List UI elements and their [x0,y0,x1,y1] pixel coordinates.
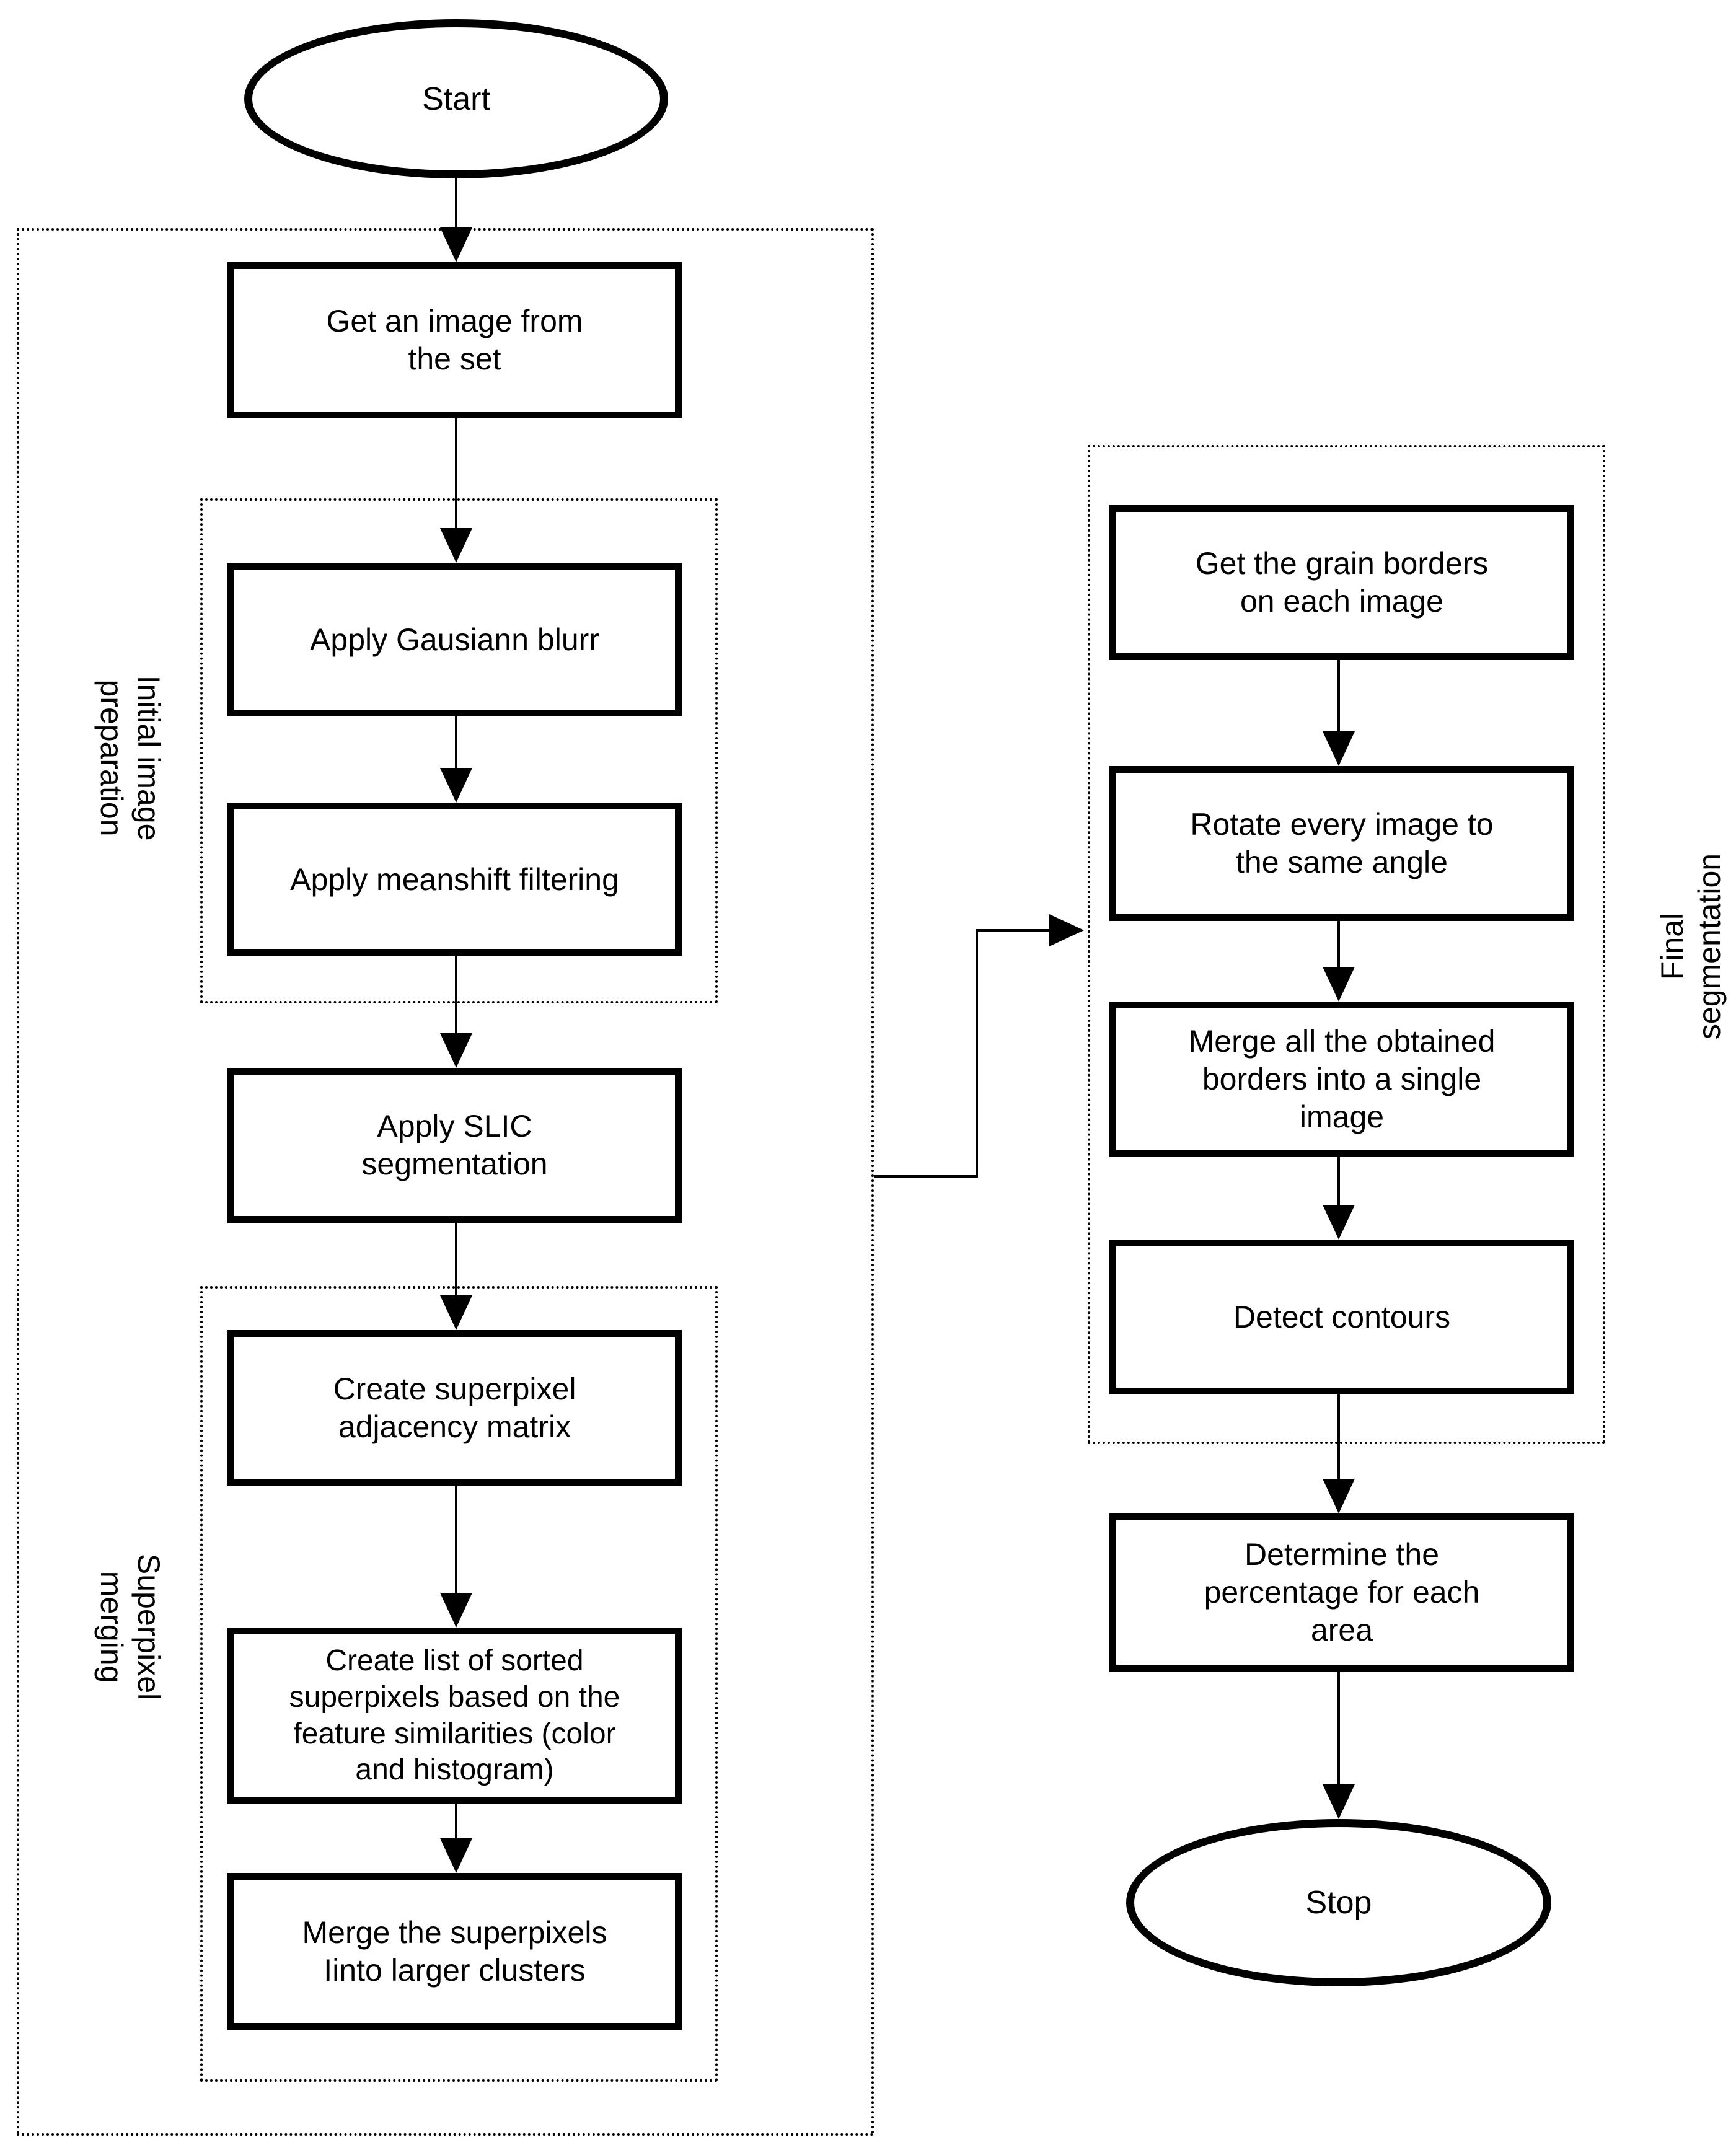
arrowhead-gaussian-to-meanshift [440,768,472,803]
group-initial-image-preparation [200,498,718,1003]
arrow-sorted-list-to-merge-superpixels [455,1804,457,1840]
arrowhead-percentage-to-stop [1323,1784,1355,1819]
arrowhead-grain-borders-to-rotate [1323,731,1355,766]
arrow-merge-borders-to-detect-contours [1337,1157,1340,1207]
process-gaussian-blur: Apply Gausiann blurr [227,563,682,716]
arrow-start-to-get-image [455,178,457,231]
connector-left-to-right-segment-3 [977,929,1049,932]
process-get-image: Get an image from the set [227,262,682,418]
arrowhead-detect-contours-to-percentage [1323,1479,1355,1513]
process-grain-borders: Get the grain borders on each image [1109,505,1574,660]
group-superpixel-merging [200,1286,718,2082]
arrow-detect-contours-to-percentage [1337,1394,1340,1481]
process-meanshift-filtering: Apply meanshift filtering [227,803,682,956]
arrow-gaussian-to-meanshift [455,716,457,770]
process-slic-segmentation: Apply SLIC segmentation [227,1068,682,1223]
arrow-slic-to-adjacency [455,1223,457,1297]
process-percentage-area: Determine the percentage for each area [1109,1513,1574,1672]
process-rotate-images: Rotate every image to the same angle [1109,766,1574,921]
arrowhead-meanshift-to-slic [440,1033,472,1068]
arrowhead-merge-borders-to-detect-contours [1323,1205,1355,1240]
start-node: Start [244,19,668,178]
arrow-rotate-to-merge-borders [1337,921,1340,969]
arrow-meanshift-to-slic [455,956,457,1034]
arrowhead-adjacency-to-sorted-list [440,1593,472,1628]
group-label-initial-image-preparation: Initial image preparation [94,675,166,841]
connector-left-to-right-segment-2 [976,929,978,1178]
arrowhead-start-to-get-image [440,227,472,262]
arrowhead-connector-into-final-segmentation [1049,914,1084,946]
arrowhead-rotate-to-merge-borders [1323,967,1355,1002]
process-adjacency-matrix: Create superpixel adjacency matrix [227,1330,682,1486]
connector-left-to-right-segment-1 [874,1175,977,1178]
stop-node: Stop [1126,1819,1551,1986]
arrow-grain-borders-to-rotate [1337,660,1340,733]
process-merge-borders: Merge all the obtained borders into a si… [1109,1002,1574,1157]
arrow-adjacency-to-sorted-list [455,1486,457,1595]
arrowhead-get-image-to-gaussian [440,528,472,563]
process-merge-superpixels: Merge the superpixels Iinto larger clust… [227,1873,682,2030]
process-detect-contours: Detect contours [1109,1240,1574,1394]
arrowhead-sorted-list-to-merge-superpixels [440,1838,472,1873]
arrow-get-image-to-gaussian [455,418,457,530]
group-final-segmentation [1088,445,1605,1444]
group-label-final-segmentation: Final segmentation [1655,853,1727,1040]
group-label-superpixel-merging: Superpixel merging [94,1553,166,1701]
process-sorted-superpixel-list: Create list of sorted superpixels based … [227,1628,682,1804]
arrow-percentage-to-stop [1337,1672,1340,1786]
arrowhead-slic-to-adjacency [440,1295,472,1330]
